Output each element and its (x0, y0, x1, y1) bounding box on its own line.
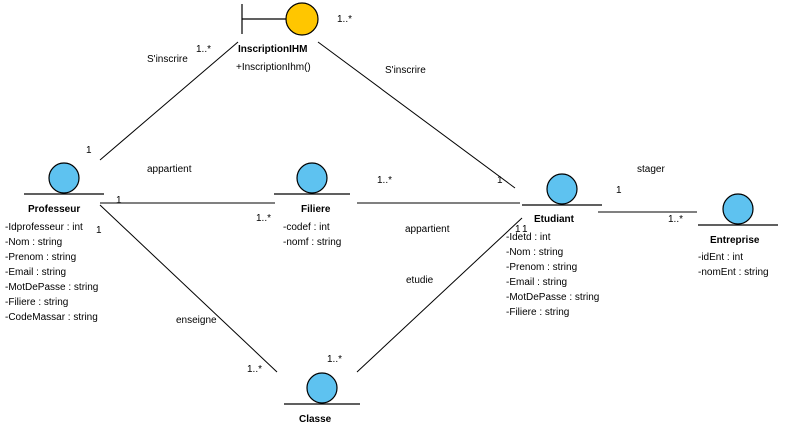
entity-circle-filiere (296, 162, 328, 194)
multiplicity-label: 1..* (377, 175, 393, 186)
assoc-name-sinscrire-etudiant: S'inscrire (385, 65, 426, 76)
multiplicity-label: 1 (86, 145, 92, 156)
multiplicity-label: 1 (116, 195, 122, 206)
attribute: -nomEnt : string (698, 267, 769, 278)
attribute-list-entreprise: -idEnt : int -nomEnt : string (698, 250, 769, 280)
boundary-circle (285, 2, 319, 36)
class-name-entreprise[interactable]: Entreprise (710, 235, 760, 246)
class-name-classe[interactable]: Classe (299, 414, 332, 425)
attribute: -Prenom : string (506, 262, 578, 273)
attribute: -Nom : string (506, 247, 564, 258)
attribute: -Idprofesseur : int (5, 222, 83, 233)
assoc-name-enseigne: enseigne (176, 315, 217, 326)
class-name-etudiant[interactable]: Etudiant (534, 214, 574, 225)
attribute: -nomf : string (283, 237, 342, 248)
multiplicity-label: 1 (96, 225, 102, 236)
attribute: -Idetd : int (506, 232, 551, 243)
entity-circle-classe (306, 372, 338, 404)
multiplicity-label: 1..* (247, 364, 263, 375)
multiplicity-label: 1..* (668, 214, 684, 225)
assoc-name-etudie: etudie (406, 275, 434, 286)
attribute: -MotDePasse : string (5, 282, 99, 293)
attribute-list-professeur: -Idprofesseur : int -Nom : string -Preno… (5, 220, 98, 325)
entity-circle-etudiant (546, 173, 578, 205)
attribute: -Nom : string (5, 237, 63, 248)
class-method-inscription: +InscriptionIhm() (236, 62, 311, 73)
entity-icon[interactable] (24, 162, 104, 195)
multiplicity-label: 1..* (196, 44, 212, 55)
entity-icon[interactable] (274, 162, 350, 195)
assoc-name-stager: stager (637, 164, 665, 175)
attribute: -CodeMassar : string (5, 312, 98, 323)
assoc-line-prof-classe[interactable] (99, 204, 278, 373)
attribute: -Email : string (506, 277, 568, 288)
entity-circle-entreprise (722, 193, 754, 225)
assoc-name-sinscrire-prof: S'inscrire (147, 54, 188, 65)
attribute: -codef : int (283, 222, 330, 233)
class-name-filiere[interactable]: Filiere (301, 204, 331, 215)
entity-icon[interactable] (284, 372, 360, 405)
multiplicity-label: 1 (497, 175, 503, 186)
assoc-line-prof-inscription[interactable] (99, 41, 239, 161)
multiplicity-label: 1 (616, 185, 622, 196)
attribute: -MotDePasse : string (506, 292, 600, 303)
attribute: -idEnt : int (698, 252, 744, 263)
assoc-name-appartient-prof: appartient (147, 164, 192, 175)
attribute: -Prenom : string (5, 252, 77, 263)
attribute: -Email : string (5, 267, 67, 278)
attribute-list-filiere: -codef : int -nomf : string (283, 220, 341, 250)
assoc-line-inscription-etudiant[interactable] (317, 41, 516, 189)
attribute: -Filiere : string (506, 307, 570, 318)
entity-icon[interactable] (698, 193, 778, 226)
attribute: -Filiere : string (5, 297, 69, 308)
entity-icon[interactable] (522, 173, 602, 206)
multiplicity-label: 1 (522, 224, 528, 235)
attribute-list-etudiant: -Idetd : int -Nom : string -Prenom : str… (506, 230, 599, 320)
multiplicity-label: 1 (515, 224, 521, 235)
boundary-icon[interactable] (241, 2, 319, 36)
assoc-name-appartient-etudiant: appartient (405, 224, 450, 235)
class-name-inscription[interactable]: InscriptionIHM (238, 44, 308, 55)
multiplicity-label: 1..* (327, 354, 343, 365)
class-name-professeur[interactable]: Professeur (28, 204, 81, 215)
multiplicity-label: 1..* (256, 213, 272, 224)
entity-circle-professeur (48, 162, 80, 194)
multiplicity-label: 1..* (337, 14, 353, 25)
assoc-line-classe-etudiant[interactable] (356, 217, 523, 373)
